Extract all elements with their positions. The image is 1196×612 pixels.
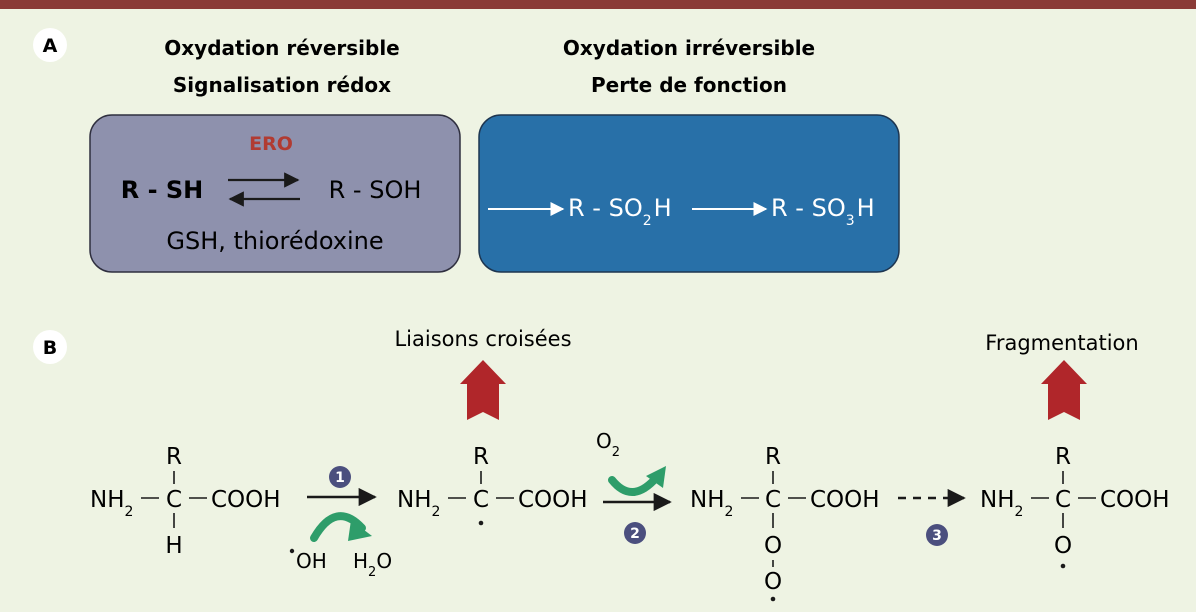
oxygen-reagent: O2 [596,429,620,460]
radical-dot [289,548,295,554]
svg-text:C: C [1055,487,1071,513]
top-rule [0,0,1196,9]
sulfonic-acid: R - SO3H [771,194,875,229]
svg-text:NH2: NH2 [397,487,440,520]
svg-text:O: O [764,533,782,559]
svg-text:H: H [165,533,182,559]
reversible-oxidation-box [89,114,461,273]
svg-text:R: R [765,444,781,470]
thiol-reactant: R - SH [121,176,204,204]
fragmentation-label: Fragmentation [985,331,1138,355]
hydroxyl-radical: OH [296,549,327,573]
fragmentation-up-arrow [1041,360,1087,420]
water-product: H2O [353,549,392,580]
step3-number: 3 [932,528,942,544]
panel-a-label: A [43,35,58,57]
crosslink-up-arrow [460,360,506,420]
alkoxyl-radical-molecule: R NH2 C COOH O [980,444,1170,569]
peroxyl-radical-molecule: R NH2 C COOH O O [690,444,880,602]
ero-label: ERO [249,133,293,155]
svg-text:R: R [473,444,489,470]
step1-number: 1 [335,470,345,486]
step3-badge [926,524,948,546]
svg-text:O: O [764,569,782,595]
svg-text:C: C [166,487,182,513]
amino-acid-molecule: R NH2 C COOH H [90,444,281,559]
step2-badge [624,522,646,544]
irreversible-heading-2: Perte de fonction [591,73,787,97]
panel-b-badge [33,330,67,364]
panel-b-label: B [43,337,57,359]
svg-text:NH2: NH2 [90,487,133,520]
svg-text:R: R [1055,444,1071,470]
sulfinic-acid: R - SO2H [568,194,672,229]
svg-text:COOH: COOH [1100,487,1170,513]
step1-badge [329,466,351,488]
svg-text:O: O [1054,533,1072,559]
svg-text:R: R [166,444,182,470]
step2-green-arrow [608,474,660,496]
sulfenic-product: R - SOH [329,176,422,204]
svg-text:NH2: NH2 [690,487,733,520]
reversible-heading-2: Signalisation rédox [173,73,391,97]
svg-text:C: C [765,487,781,513]
reversible-heading-1: Oxydation réversible [164,36,400,60]
irreversible-oxidation-box [478,114,900,273]
step2-number: 2 [630,526,640,542]
panel-a-badge [33,28,67,62]
svg-text:COOH: COOH [211,487,281,513]
irreversible-heading-1: Oxydation irréversible [563,36,815,60]
reducers-label: GSH, thiorédoxine [166,227,383,255]
svg-text:COOH: COOH [518,487,588,513]
svg-text:C: C [473,487,489,513]
crosslink-label: Liaisons croisées [394,327,571,351]
svg-text:COOH: COOH [810,487,880,513]
svg-text:NH2: NH2 [980,487,1023,520]
carbon-radical-molecule: R NH2 C COOH [397,444,588,526]
step1-green-arrow [310,512,366,542]
